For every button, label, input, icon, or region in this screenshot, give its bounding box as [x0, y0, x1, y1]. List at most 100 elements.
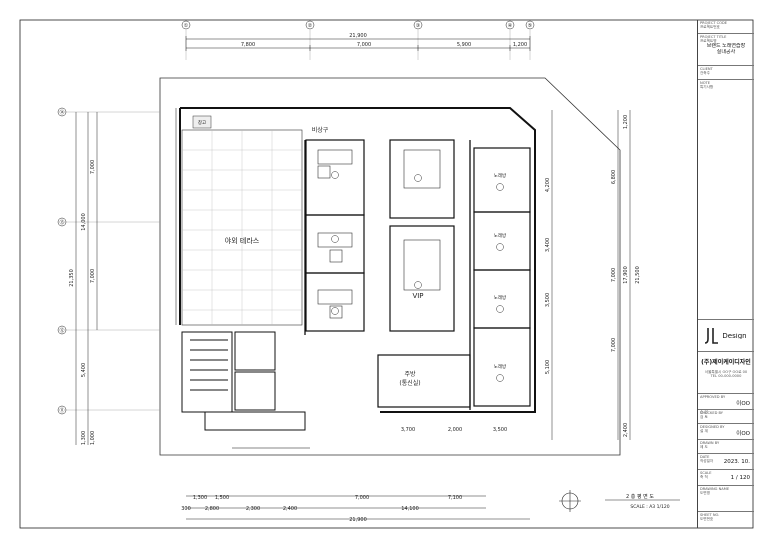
dim-text: 7,000 — [90, 269, 96, 283]
scale-text: SCALE : A3 1/120 — [630, 504, 669, 510]
grid-label: ⑪ — [59, 407, 64, 414]
room-furniture-left — [317, 149, 353, 319]
drawn-sub: 제 도 — [700, 445, 708, 449]
designed-label: DESIGNED BY — [700, 425, 725, 429]
dim-text: 2,300 — [246, 506, 260, 512]
room-label: 노래방 — [494, 172, 506, 179]
date-cell: DATE 작성일자 2023. 10. — [698, 454, 754, 470]
project-code-label: PROJECT CODE — [700, 21, 728, 25]
checked-label: CHECKED BY — [700, 411, 723, 415]
approved-value: 이OO — [736, 401, 750, 407]
project-title-label: PROJECT TITLE — [700, 35, 727, 39]
checked-sub: 검 토 — [700, 415, 708, 419]
grid-label: ① — [184, 23, 189, 29]
emergency-label: 비상구 — [312, 126, 329, 134]
room-column-east — [473, 147, 531, 407]
company-addr-1: 서울특별시 OO구 OO로 00 — [704, 370, 748, 374]
kitchen-sub-label: (통신실) — [399, 379, 420, 387]
note-cell: NOTE 특기사항 — [698, 80, 754, 320]
dim-text: 3,400 — [545, 238, 551, 252]
dim-text: 2,000 — [448, 427, 462, 433]
grid-top: ① ② ③ ④ ⑤ — [181, 20, 535, 60]
dim-text: 5,100 — [545, 360, 551, 374]
core-block — [181, 331, 310, 449]
dim-text: 6,800 — [611, 170, 617, 184]
dim-text: 21,500 — [635, 266, 641, 284]
sheet-border — [19, 19, 754, 529]
company-addr-2: TEL 00-000-0000 — [710, 374, 742, 378]
room-labels-east: 노래방 노래방 노래방 노래방 — [494, 172, 506, 370]
approved-cell: APPROVED BY 승 인 이OO — [698, 394, 754, 414]
grid-label: ④ — [508, 23, 513, 29]
bottom-dimensions: 1,300 1,500 7,000 7,100 300 2,800 2,300 … — [181, 427, 530, 523]
project-code-sub: 프로젝트번호 — [700, 25, 720, 29]
approved-label: APPROVED BY — [700, 395, 726, 399]
dim-text: 5,900 — [457, 42, 471, 48]
dim-text: 300 — [181, 506, 191, 512]
approved-sub: 승 인 — [700, 410, 708, 414]
scale-label: SCALE — [700, 471, 712, 475]
project-title-sub: 프로젝트명 — [700, 39, 717, 43]
dim-text: 14,000 — [81, 213, 87, 231]
dim-text: 7,100 — [448, 495, 462, 501]
dim-text: 7,800 — [241, 42, 255, 48]
project-code-cell: PROJECT CODE 프로젝트번호 — [698, 20, 754, 34]
company-name: (주)제이케이디자인 — [701, 359, 751, 366]
room-tags-left — [331, 171, 339, 315]
grid-label: ⑤ — [528, 23, 532, 29]
dim-text: 7,000 — [611, 338, 617, 352]
drawn-label: DRAWN BY — [700, 441, 720, 445]
room-column-center — [389, 139, 455, 332]
note-label: NOTE — [700, 81, 710, 85]
client-cell: CLIENT 건축주 — [698, 66, 754, 80]
client-label: CLIENT — [700, 67, 713, 71]
right-dimensions: 1,200 4,200 3,400 3,500 5,100 2,400 6,80… — [545, 110, 641, 440]
room-tags-east — [496, 183, 504, 382]
left-dimensions: 21,350 14,000 7,000 7,000 5,400 1,300 1,… — [69, 112, 98, 445]
north-arrow-icon — [559, 490, 581, 512]
room-label: 노래방 — [494, 232, 506, 239]
dim-text: 3,700 — [401, 427, 415, 433]
grid-label: ⑭ — [59, 109, 64, 116]
dim-text: 4,200 — [545, 178, 551, 192]
room-label: 노래방 — [494, 294, 506, 301]
dim-text: 5,400 — [81, 363, 87, 377]
dim-text: 7,000 — [355, 495, 369, 501]
legend-title: 2 층 평 면 도 — [626, 493, 654, 500]
grid-left: ⑭ ⑬ ⑫ ⑪ — [57, 107, 160, 415]
dim-text: 7,000 — [90, 160, 96, 174]
dim-text: 1,000 — [90, 431, 96, 445]
project-title: 브랜드 노래연습장 — [706, 43, 746, 49]
dim-text: 1,200 — [513, 42, 527, 48]
dim-text: 3,500 — [545, 293, 551, 307]
project-title-2: 실내공사 — [716, 49, 736, 55]
dim-text: 1,200 — [623, 115, 629, 129]
sheet-no-cell: SHEET NO. 도면번호 — [698, 512, 754, 528]
room-label: 노래방 — [494, 363, 506, 370]
storage-label: 창고 — [198, 119, 206, 126]
sheet-no-label: SHEET NO. — [700, 513, 720, 517]
scale-sub: 축 척 — [700, 475, 708, 479]
client-sub: 건축주 — [700, 71, 710, 75]
dim-text: 1,300 — [81, 431, 87, 445]
vip-label: VIP — [412, 292, 423, 300]
room-furniture-center — [403, 149, 441, 291]
company-cell: (주)제이케이디자인 서울특별시 OO구 OO로 00 TEL 00-000-0… — [698, 352, 754, 394]
drawn-cell: DRAWN BY 제 도 — [698, 440, 754, 454]
terrace-label: 야외 테라스 — [225, 236, 260, 245]
top-dimensions: 21,900 7,800 7,000 5,900 1,200 — [185, 33, 531, 51]
dim-text: 21,900 — [349, 517, 367, 523]
storage-box — [192, 115, 212, 129]
logo-cell: Design — [698, 320, 754, 352]
grid-label: ⑫ — [59, 327, 64, 334]
dim-text: 2,400 — [283, 506, 297, 512]
dim-text: 1,500 — [215, 495, 229, 501]
scale-cell: SCALE 축 척 1 / 120 — [698, 470, 754, 486]
site-boundary — [159, 77, 621, 456]
room-column-left — [305, 139, 365, 332]
project-title-cell: PROJECT TITLE 프로젝트명 브랜드 노래연습장 실내공사 — [698, 34, 754, 66]
date-sub: 작성일자 — [700, 459, 714, 463]
drawing-name-sub: 도면명 — [700, 491, 710, 495]
dim-text: 1,300 — [193, 495, 207, 501]
